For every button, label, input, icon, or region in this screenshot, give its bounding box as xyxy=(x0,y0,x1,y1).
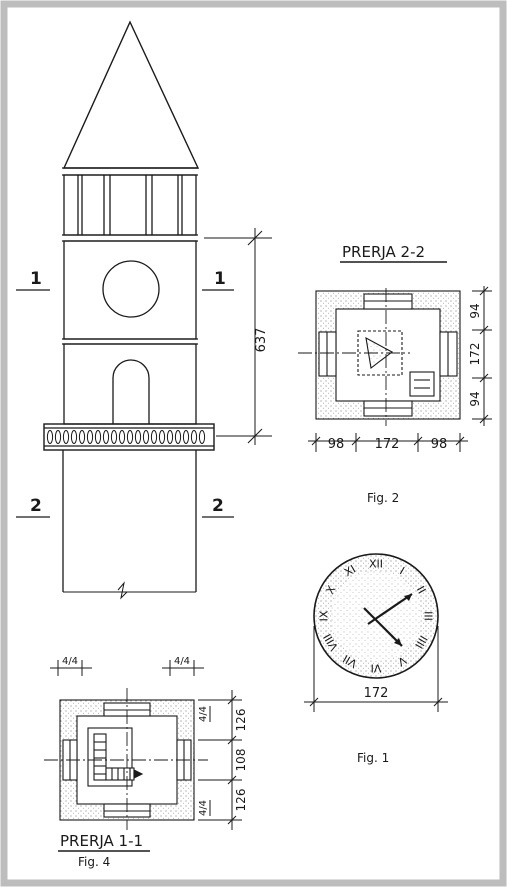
balcony-baluster xyxy=(134,430,142,444)
tower-balcony xyxy=(43,423,215,451)
balcony-baluster xyxy=(174,430,182,444)
cut-1-left-label: 1 xyxy=(30,269,42,289)
clock-numeral: IIII xyxy=(412,633,430,651)
fig-1-caption: Fig. 1 xyxy=(357,751,389,765)
balcony-baluster xyxy=(78,430,86,444)
clock-numeral: IX xyxy=(318,610,331,621)
balcony-baluster xyxy=(54,430,62,444)
s11-height-mid: 108 xyxy=(234,749,248,772)
clock-numeral: VI xyxy=(371,662,382,675)
clock-numeral: XII xyxy=(369,558,383,571)
tower-height-value: 637 xyxy=(254,328,269,353)
balcony-baluster xyxy=(62,430,70,444)
balcony-baluster xyxy=(94,430,102,444)
tower-elevation xyxy=(43,20,215,600)
tower-clock-opening xyxy=(102,260,160,318)
balcony-baluster xyxy=(102,430,110,444)
balcony-baluster xyxy=(158,430,166,444)
cut-2-right-label: 2 xyxy=(212,496,224,516)
fig-4-caption: Fig. 4 xyxy=(78,855,110,869)
balcony-baluster xyxy=(190,430,198,444)
clock-minute-hand xyxy=(363,607,403,647)
clock-diameter-dimension xyxy=(304,626,448,712)
s11-height-bottom: 126 xyxy=(234,789,248,812)
section-2-2-title: PRERJA 2-2 xyxy=(342,243,425,261)
s11-top-right-dim: 4/4 xyxy=(174,656,190,667)
balcony-baluster xyxy=(110,430,118,444)
s11-height-top: 126 xyxy=(234,709,248,732)
s22-width-right: 98 xyxy=(431,437,448,452)
balcony-baluster xyxy=(70,430,78,444)
clock-numeral: III xyxy=(422,611,435,621)
cut-2-left-label: 2 xyxy=(30,496,42,516)
balcony-baluster xyxy=(86,430,94,444)
s22-width-left: 98 xyxy=(328,437,345,452)
tower-height-dimension xyxy=(204,228,272,445)
s11-top-left-dim: 4/4 xyxy=(62,656,78,667)
balcony-baluster xyxy=(118,430,126,444)
s22-height-bottom: 94 xyxy=(468,391,482,406)
balcony-baluster xyxy=(142,430,150,444)
s11-side-top-dim: 4/4 xyxy=(198,706,209,722)
clock-numeral: VII xyxy=(341,652,360,670)
balcony-baluster xyxy=(150,430,158,444)
balcony-baluster xyxy=(182,430,190,444)
balcony-balusters xyxy=(46,430,206,444)
balcony-baluster xyxy=(166,430,174,444)
clock-numeral: I xyxy=(397,565,406,578)
fig-2-caption: Fig. 2 xyxy=(367,491,399,505)
balcony-baluster xyxy=(198,430,206,444)
clock-face xyxy=(313,553,439,679)
s11-side-bottom-dim: 4/4 xyxy=(198,800,209,816)
s22-height-mid: 172 xyxy=(468,343,482,366)
tower-arch-window xyxy=(112,359,150,424)
s22-width-mid: 172 xyxy=(375,437,400,452)
section-1-1-plan xyxy=(44,688,208,830)
s22-height-top: 94 xyxy=(468,303,482,318)
section-1-1-title: PRERJA 1-1 xyxy=(60,832,143,850)
section-2-2-plan xyxy=(298,288,461,426)
cut-1-right-label: 1 xyxy=(214,269,226,289)
balcony-baluster xyxy=(126,430,134,444)
clock-diameter-value: 172 xyxy=(364,686,389,701)
balcony-baluster xyxy=(46,430,54,444)
